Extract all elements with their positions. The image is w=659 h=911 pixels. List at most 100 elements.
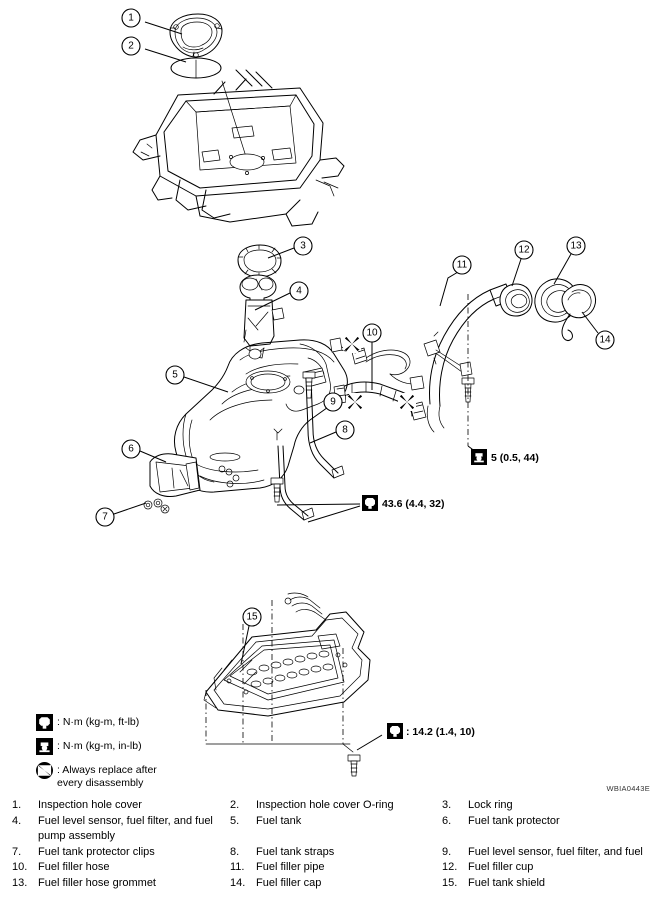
part-number: 9. xyxy=(442,845,452,858)
callout-2: 2 xyxy=(121,36,187,63)
part-fuel-tank-straps xyxy=(270,371,361,523)
callout-5: 5 xyxy=(165,365,229,393)
part-label: Fuel filler cup xyxy=(468,861,534,873)
callout-15: 15 xyxy=(240,607,262,665)
part-fuel-tank xyxy=(173,339,348,493)
part-label: Fuel tank protector xyxy=(468,814,560,827)
part-number: 6. xyxy=(442,814,452,827)
part-fuel-filler-pipe xyxy=(423,283,513,453)
callout-number: 14 xyxy=(599,335,611,346)
part-number: 3. xyxy=(442,799,452,811)
callout-1: 1 xyxy=(121,8,183,35)
callout-number: 8 xyxy=(342,425,348,436)
fuel-tank-shield-assembly xyxy=(203,592,383,777)
legend-item-ft-lb: : N·m (kg-m, ft-lb) xyxy=(36,714,276,734)
part-entry-7: 7. Fuel tank protector clips xyxy=(0,845,230,861)
torque-spec-fuel-filler-pipe: 5 (0.5, 44) xyxy=(471,449,539,465)
callout-11: 11 xyxy=(439,255,472,307)
callout-9: 9 xyxy=(323,392,343,412)
callout-3: 3 xyxy=(267,236,313,259)
part-entry-13: 13. Fuel filler hose grommet xyxy=(0,876,230,892)
part-number: 12. xyxy=(442,861,458,873)
callout-13: 13 xyxy=(553,236,586,285)
part-label: Fuel tank straps xyxy=(256,845,335,858)
part-entry-5: 5. Fuel tank xyxy=(230,814,442,845)
part-entry-10: 10. Fuel filler hose xyxy=(0,860,230,876)
callout-number: 4 xyxy=(296,286,302,297)
part-label: Lock ring xyxy=(468,799,513,811)
figure-code: WBIA0443E xyxy=(606,784,650,793)
part-number: 14. xyxy=(230,876,246,889)
part-number: 11. xyxy=(230,861,245,873)
legend-label: : N·m (kg-m, in-lb) xyxy=(57,740,142,752)
part-entry-6: 6. Fuel tank protector xyxy=(442,814,659,845)
always-replace-icon xyxy=(36,762,53,779)
callout-number: 3 xyxy=(300,241,306,252)
torque-spec-value: 5 (0.5, 44) xyxy=(491,452,539,464)
part-label: Fuel tank xyxy=(256,814,302,827)
part-fuel-pump-assembly xyxy=(239,274,285,359)
part-number: 10. xyxy=(12,861,28,873)
shield-harness xyxy=(284,592,327,621)
callout-number: 13 xyxy=(570,241,582,252)
part-entry-15: 15. Fuel tank shield xyxy=(442,876,659,892)
part-number: 8. xyxy=(230,845,240,858)
part-label: Fuel tank shield xyxy=(468,876,546,889)
legend-item-in-lb: : N·m (kg-m, in-lb) xyxy=(36,738,276,758)
part-fuel-filler-cap xyxy=(561,284,597,341)
callout-number: 12 xyxy=(518,245,530,256)
torque-spec-value: 43.6 (4.4, 32) xyxy=(382,498,444,510)
parts-row: 1. Inspection hole cover 2. Inspection h… xyxy=(0,798,659,814)
callout-number: 9 xyxy=(330,397,336,408)
callout-6: 6 xyxy=(121,439,167,463)
callout-number: 7 xyxy=(102,512,108,523)
part-entry-14: 14. Fuel filler cap xyxy=(230,876,442,892)
strap-bolt-front xyxy=(270,477,284,503)
part-label: Fuel level sensor, fuel filter, and fuel xyxy=(468,845,643,858)
legend-label: : N·m (kg-m, ft-lb) xyxy=(57,716,140,728)
callout-10: 10 xyxy=(362,323,382,390)
callout-7: 7 xyxy=(95,502,147,527)
shield-bolt xyxy=(342,734,383,777)
torque-in-lb-icon xyxy=(36,738,53,755)
part-number: 13. xyxy=(12,876,28,889)
part-label: Fuel level sensor, fuel filter, and fuel… xyxy=(38,814,213,843)
callout-12: 12 xyxy=(511,240,534,287)
part-fuel-tank-protector xyxy=(149,453,201,497)
torque-spec-fuel-tank-strap: 43.6 (4.4, 32) xyxy=(362,495,444,511)
callout-number: 2 xyxy=(128,41,134,52)
vehicle-floor-panel xyxy=(132,69,345,227)
part-number: 4. xyxy=(12,814,22,827)
parts-list: 1. Inspection hole cover 2. Inspection h… xyxy=(0,798,659,911)
callout-14: 14 xyxy=(581,311,615,350)
part-label: Fuel filler cap xyxy=(256,876,322,889)
part-number: 2. xyxy=(230,799,240,811)
parts-row: 4. Fuel level sensor, fuel filter, and f… xyxy=(0,814,659,845)
callout-4: 4 xyxy=(254,281,309,311)
part-label: Inspection hole cover xyxy=(38,799,142,811)
part-number: 1. xyxy=(12,799,22,811)
callout-number: 11 xyxy=(457,260,468,271)
part-number: 15. xyxy=(442,876,458,889)
part-label: Fuel filler hose grommet xyxy=(38,876,156,889)
callout-number: 1 xyxy=(128,13,134,24)
callout-number: 10 xyxy=(366,328,378,339)
part-fuel-filler-cup xyxy=(499,283,533,317)
callout-number: 15 xyxy=(246,612,258,623)
part-label: Fuel filler pipe xyxy=(256,861,325,873)
part-entry-1: 1. Inspection hole cover xyxy=(0,798,230,814)
parts-row: 10. Fuel filler hose 11. Fuel filler pip… xyxy=(0,860,659,876)
replace-symbol-hose-end xyxy=(398,393,416,411)
part-entry-9: 9. Fuel level sensor, fuel filter, and f… xyxy=(442,845,659,861)
part-number: 5. xyxy=(230,814,240,827)
part-number: 7. xyxy=(12,845,22,858)
fuel-filler-assembly xyxy=(329,278,597,453)
inspection-hole-cover-assembly xyxy=(132,13,345,227)
part-entry-11: 11. Fuel filler pipe xyxy=(230,860,442,876)
fuel-tank-assembly xyxy=(143,244,361,523)
torque-spec-fuel-tank-shield: : 14.2 (1.4, 10) xyxy=(387,723,475,739)
part-breather-hose xyxy=(329,337,425,391)
legend-item-always-replace: : Always replace after every disassembly xyxy=(36,762,276,792)
replace-symbol-upper-hose xyxy=(343,335,361,353)
